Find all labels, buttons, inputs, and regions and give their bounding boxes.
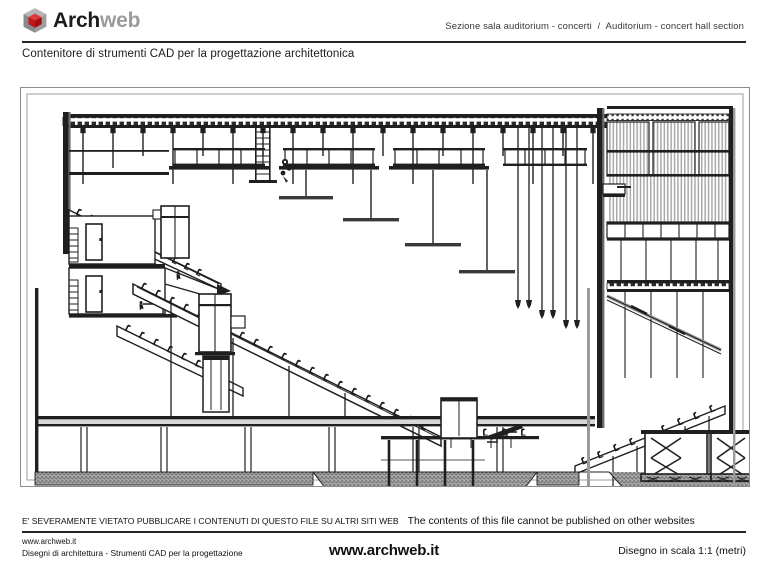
catwalk-module (279, 148, 379, 170)
drawing-title-it: Sezione sala auditorium - concerti (445, 21, 592, 32)
balcony-landing (152, 205, 190, 280)
hanger-cap (80, 128, 596, 134)
under-rake-columns (170, 300, 346, 418)
page-subtitle: Contenitore di strumenti CAD per la prog… (22, 48, 355, 60)
stage-control-box (602, 183, 631, 197)
rigging-bar (279, 170, 333, 200)
catwalk-module (389, 148, 489, 170)
footer-scale-note: Disegno in scala 1:1 (metri) (618, 545, 746, 557)
archweb-logo[interactable]: Archweb (22, 7, 140, 34)
orchestra-pit (311, 397, 539, 486)
archweb-wordmark: Archweb (53, 10, 140, 31)
counterweight-cluster (515, 128, 580, 329)
footer-site-large[interactable]: www.archweb.it (328, 542, 439, 559)
balcony-rooms-left (68, 215, 177, 318)
drawing-title-en: Auditorium - concert hall section (605, 21, 744, 32)
catwalk-module (169, 148, 269, 170)
notice-it: E' SEVERAMENTE VIETATO PUBBLICARE I CONT… (22, 516, 399, 526)
pulley-detail (280, 158, 292, 183)
header-divider (22, 41, 746, 43)
footer-left-block: www.archweb.it Disegni di architettura -… (22, 536, 243, 559)
footer-tagline: Disegni di architettura - Strumenti CAD … (22, 548, 243, 559)
footer-divider (22, 531, 746, 533)
access-ladder (249, 126, 277, 183)
archweb-cube-logo-icon (22, 7, 48, 34)
logo-text-arch: Arch (53, 9, 101, 32)
logo-text-web: web (100, 9, 141, 32)
catwalk-module (503, 148, 587, 166)
scissor-lift (640, 430, 749, 482)
title-separator: / (597, 21, 601, 32)
cad-drawing-frame[interactable] (20, 87, 750, 487)
page-header: Archweb Sezione sala auditorium - concer… (0, 0, 768, 60)
rigging-bar (405, 170, 461, 247)
wall-stair-marks (68, 227, 79, 315)
elevator-core-mid (195, 293, 246, 413)
drawing-title-bilingual: Sezione sala auditorium - concerti / Aud… (445, 21, 744, 32)
notice-en: The contents of this file cannot be publ… (407, 516, 695, 527)
ceiling-hanger-rods (82, 128, 594, 184)
upper-gallery-beam-left (69, 150, 169, 175)
footer-site-small[interactable]: www.archweb.it (22, 537, 77, 546)
copyright-notice: E' SEVERAMENTE VIETATO PUBBLICARE I CONT… (22, 516, 748, 527)
rigging-bar (343, 170, 399, 222)
auditorium-section-drawing (26, 93, 749, 486)
rake-riser-lines (450, 439, 512, 448)
fly-tower (597, 106, 733, 436)
rigging-bar (459, 170, 515, 274)
page-footer: E' SEVERAMENTE VIETATO PUBBLICARE I CONT… (0, 492, 768, 569)
ceiling-truss-band (62, 114, 618, 128)
